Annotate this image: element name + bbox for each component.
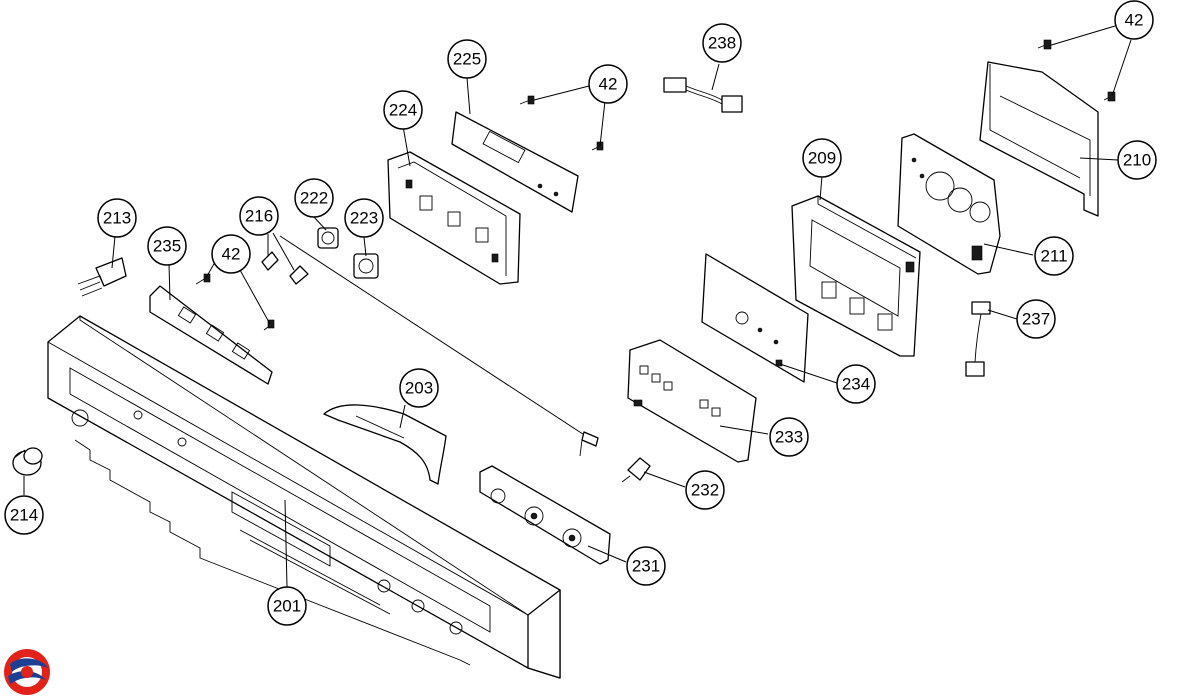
part-211-power-board bbox=[897, 133, 1001, 275]
svg-text:222: 222 bbox=[300, 189, 328, 208]
leader-lines bbox=[23, 25, 1132, 588]
part-224-holder bbox=[387, 151, 521, 285]
screw-42-left-b bbox=[263, 319, 275, 331]
callout-211: 211 bbox=[1034, 236, 1074, 276]
callout-231: 231 bbox=[626, 546, 666, 586]
callout-203: 203 bbox=[399, 368, 439, 408]
svg-text:42: 42 bbox=[1125, 11, 1144, 30]
part-214-knob bbox=[12, 447, 43, 476]
callout-232: 232 bbox=[685, 470, 725, 510]
screw-42-tr-b bbox=[1103, 91, 1116, 102]
part-234-board bbox=[701, 253, 809, 383]
part-223-button bbox=[353, 253, 379, 279]
svg-text:42: 42 bbox=[599, 75, 618, 94]
svg-text:224: 224 bbox=[389, 101, 417, 120]
svg-text:235: 235 bbox=[153, 237, 181, 256]
part-222-button bbox=[317, 227, 339, 249]
part-209-housing bbox=[791, 195, 921, 357]
svg-text:211: 211 bbox=[1040, 247, 1067, 266]
screw-42-tr-a bbox=[1037, 39, 1052, 50]
svg-text:214: 214 bbox=[10, 506, 38, 525]
callout-42-top-right: 42 bbox=[1114, 0, 1154, 40]
svg-text:223: 223 bbox=[350, 209, 378, 228]
callout-237: 237 bbox=[1016, 299, 1056, 339]
svg-text:210: 210 bbox=[1123, 151, 1151, 170]
part-213-switch bbox=[77, 257, 127, 297]
callout-201: 201 bbox=[267, 586, 307, 626]
part-201-control-panel bbox=[47, 315, 561, 679]
callout-213: 213 bbox=[97, 198, 137, 238]
svg-text:213: 213 bbox=[103, 209, 131, 228]
svg-text:233: 233 bbox=[775, 428, 803, 447]
part-210-bracket bbox=[979, 61, 1099, 217]
callout-233: 233 bbox=[769, 417, 809, 457]
svg-text:234: 234 bbox=[842, 375, 870, 394]
callout-224: 224 bbox=[383, 90, 423, 130]
svg-text:231: 231 bbox=[632, 557, 660, 576]
callout-42-top: 42 bbox=[588, 64, 628, 104]
screw-42-top-b bbox=[591, 141, 604, 151]
part-216-clips bbox=[261, 251, 309, 285]
part-203-handle bbox=[323, 404, 447, 485]
callout-42-left: 42 bbox=[211, 234, 251, 274]
part-232-clip bbox=[621, 457, 651, 483]
part-237-harness bbox=[965, 301, 991, 377]
svg-text:237: 237 bbox=[1022, 310, 1050, 329]
callout-214: 214 bbox=[4, 495, 44, 535]
svg-text:238: 238 bbox=[708, 34, 736, 53]
part-225-board bbox=[451, 111, 579, 213]
part-233-button-housing bbox=[627, 339, 757, 463]
rod-pin bbox=[579, 431, 599, 457]
part-235-button-bracket bbox=[149, 285, 273, 385]
svg-text:209: 209 bbox=[808, 149, 836, 168]
callout-223: 223 bbox=[344, 198, 384, 238]
part-238-harness bbox=[663, 77, 743, 113]
part-231-knob-panel bbox=[479, 465, 611, 565]
callout-235: 235 bbox=[147, 226, 187, 266]
svg-text:232: 232 bbox=[691, 481, 719, 500]
svg-text:216: 216 bbox=[245, 207, 273, 226]
brand-logo-icon bbox=[4, 649, 50, 695]
callout-216: 216 bbox=[239, 196, 279, 236]
svg-text:203: 203 bbox=[405, 379, 433, 398]
callout-225: 225 bbox=[447, 39, 487, 79]
callout-234: 234 bbox=[836, 364, 876, 404]
callout-238: 238 bbox=[702, 23, 742, 63]
svg-text:201: 201 bbox=[273, 597, 301, 616]
svg-text:42: 42 bbox=[222, 245, 241, 264]
callout-209: 209 bbox=[802, 138, 842, 178]
callout-222: 222 bbox=[294, 178, 334, 218]
screw-42-top-a bbox=[519, 95, 535, 105]
svg-text:225: 225 bbox=[453, 50, 481, 69]
rod-line bbox=[279, 235, 593, 441]
screw-42-left-a bbox=[195, 273, 211, 285]
callout-210: 210 bbox=[1117, 140, 1157, 180]
